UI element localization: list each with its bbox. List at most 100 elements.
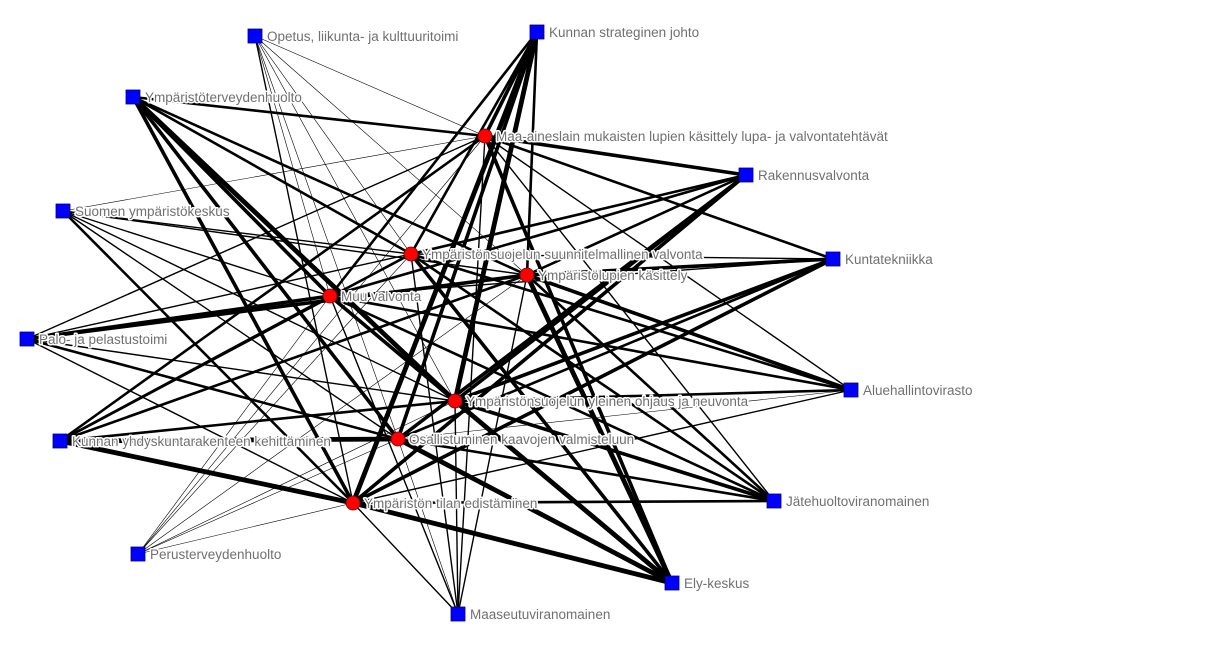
edge-ymparistoterveys-tila	[131, 95, 355, 505]
edge-syke-luvat	[62, 210, 528, 276]
node-jatehuolto[interactable]	[766, 493, 782, 509]
node-label-yhdyskunta: Kunnan yhdyskuntarakenteen kehittäminen	[72, 434, 331, 449]
node-luvat[interactable]	[519, 267, 535, 283]
edge-ymparistoterveys-ohjaus	[130, 94, 458, 404]
node-avi[interactable]	[843, 382, 859, 398]
node-label-rakennus: Rakennusvalvonta	[758, 168, 870, 183]
edge-kuntatekniikka-suunnitelmallinen	[410, 253, 834, 260]
node-label-avi: Aluehallintovirasto	[863, 383, 973, 398]
node-strategia[interactable]	[529, 24, 545, 40]
edge-avi-luvat	[525, 273, 853, 392]
edge-perusterveys-muu_valvonta	[137, 295, 331, 555]
node-muu_valvonta[interactable]	[322, 288, 338, 304]
node-syke[interactable]	[55, 203, 71, 219]
node-perusterveys[interactable]	[130, 546, 146, 562]
node-maaseutu[interactable]	[450, 606, 466, 622]
edge-avi-suunnitelmallinen	[409, 252, 853, 392]
edge-rakennus-suunnitelmallinen	[409, 173, 748, 256]
edge-ely-kaavat	[395, 436, 675, 586]
edge-yhdyskunta-muu_valvonta	[58, 294, 332, 443]
node-label-strategia: Kunnan strateginen johto	[549, 25, 699, 40]
edge-maaseutu-kaavat	[397, 438, 459, 615]
edge-rakennus-muu_valvonta	[328, 173, 748, 298]
edge-jatehuolto-maa_aines	[484, 135, 775, 502]
edge-maaseutu-muu_valvonta	[329, 295, 459, 615]
edge-ely-tila	[350, 500, 675, 586]
node-label-ohjaus: Ympäristönsuojelun yleinen ohjaus ja neu…	[466, 394, 749, 409]
edge-opetus-suunnitelmallinen	[254, 35, 412, 255]
edge-kuntatekniikka-kaavat	[396, 257, 835, 441]
edge-maaseutu-luvat	[457, 274, 528, 615]
edge-syke-tila	[61, 209, 355, 505]
edge-syke-ohjaus	[62, 210, 456, 402]
edge-kuntatekniikka-tila	[351, 257, 835, 505]
edge-pelastus-tila	[26, 338, 354, 504]
nodes-layer	[19, 24, 859, 622]
edge-jatehuolto-muu_valvonta	[328, 294, 776, 503]
edge-pelastus-kaavat	[25, 337, 400, 441]
edge-opetus-tila	[254, 35, 354, 504]
edge-syke-kaavat	[62, 210, 399, 440]
edge-kuntatekniikka-ohjaus	[453, 257, 835, 403]
edge-opetus-muu_valvonta	[254, 35, 331, 297]
edge-opetus-kaavat	[254, 35, 399, 440]
node-label-muu_valvonta: Muu valvonta	[341, 289, 422, 304]
edge-opetus-maa_aines	[254, 35, 486, 137]
node-ohjaus[interactable]	[447, 393, 463, 409]
edge-opetus-luvat	[254, 35, 528, 276]
edge-avi-ohjaus	[453, 388, 853, 403]
edge-ymparistoterveys-kaavat	[131, 95, 400, 441]
edge-rakennus-luvat	[525, 173, 748, 277]
edge-yhdyskunta-maa_aines	[58, 134, 487, 443]
edge-ely-ohjaus	[452, 398, 675, 586]
edge-kuntatekniikka-luvat	[525, 257, 835, 277]
edge-pelastus-suunnitelmallinen	[26, 253, 412, 340]
node-kuntatekniikka[interactable]	[825, 251, 841, 267]
edge-avi-maa_aines	[484, 135, 852, 391]
edge-jatehuolto-luvat	[525, 273, 776, 503]
edge-jatehuolto-tila	[351, 499, 776, 505]
edge-yhdyskunta-tila	[57, 438, 356, 506]
edge-pelastus-ohjaus	[26, 338, 456, 402]
edge-kuntatekniikka-maa_aines	[483, 134, 835, 261]
node-kaavat[interactable]	[390, 431, 406, 447]
edge-syke-muu_valvonta	[62, 210, 331, 297]
node-label-ely: Ely-keskus	[684, 576, 750, 591]
node-pelastus[interactable]	[19, 331, 35, 347]
edge-syke-suunnitelmallinen	[62, 210, 412, 255]
node-label-kaavat: Osallistuminen kaavojen valmisteluun	[409, 432, 634, 447]
edge-avi-kaavat	[397, 389, 852, 440]
edges-layer	[25, 29, 853, 615]
node-label-kuntatekniikka: Kuntatekniikka	[845, 252, 933, 267]
edge-strategia-ohjaus	[452, 29, 540, 404]
edge-ely-luvat	[524, 272, 675, 586]
edge-yhdyskunta-ohjaus	[58, 399, 457, 443]
edge-ymparistoterveys-luvat	[131, 95, 529, 277]
node-ely[interactable]	[664, 575, 680, 591]
node-label-pelastus: Palo- ja pelastustoimi	[39, 332, 167, 347]
node-yhdyskunta[interactable]	[52, 433, 68, 449]
edge-ely-maa_aines	[483, 134, 674, 585]
node-opetus[interactable]	[247, 28, 263, 44]
edge-syke-maa_aines	[62, 135, 486, 212]
node-label-opetus: Opetus, liikunta- ja kulttuuritoimi	[267, 29, 458, 44]
edge-yhdyskunta-luvat	[58, 273, 529, 443]
edge-perusterveys-suunnitelmallinen	[137, 253, 412, 555]
edge-maaseutu-maa_aines	[457, 135, 486, 615]
node-tila[interactable]	[345, 495, 361, 511]
node-label-maaseutu: Maaseutuviranomainen	[470, 607, 610, 622]
edge-maaseutu-tila	[352, 502, 459, 615]
node-label-ymparistoterveys: Ympäristöterveydenhuolto	[145, 90, 302, 105]
node-maa_aines[interactable]	[477, 128, 493, 144]
edge-ymparistoterveys-suunnitelmallinen	[131, 95, 413, 256]
node-label-syke: Suomen ympäristökeskus	[75, 204, 230, 219]
node-label-suunnitelmallinen: Ympäristönsuojelun suunnitelmallinen val…	[422, 247, 703, 262]
node-suunnitelmallinen[interactable]	[403, 246, 419, 262]
edge-perusterveys-kaavat	[137, 438, 399, 555]
node-ymparistoterveys[interactable]	[125, 89, 141, 105]
node-label-perusterveys: Perusterveydenhuolto	[150, 547, 281, 562]
node-rakennus[interactable]	[738, 167, 754, 183]
edge-perusterveys-maa_aines	[137, 135, 486, 555]
